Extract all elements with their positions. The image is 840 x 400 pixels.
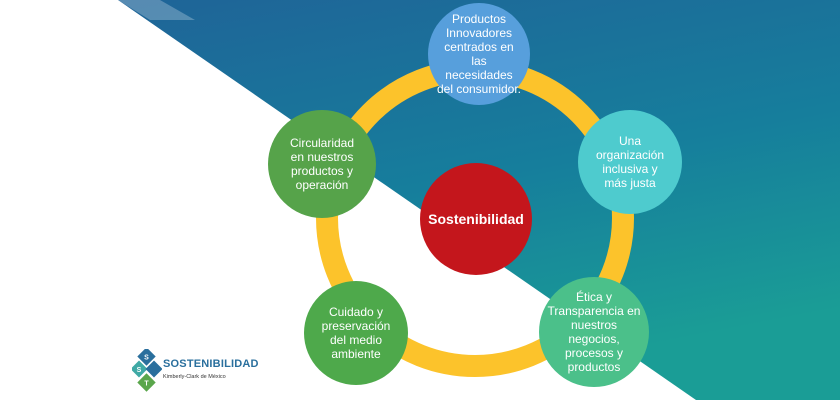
- node-label: Productos Innovadores centrados en las n…: [436, 11, 522, 97]
- center-node-label: Sostenibilidad: [428, 210, 524, 227]
- node-label: Cuidado y preservación del medio ambient…: [321, 304, 391, 362]
- node-cuidado-medio-ambiente: Cuidado y preservación del medio ambient…: [304, 281, 408, 385]
- logo-diamond-top: [137, 349, 156, 366]
- node-label: Una organización inclusiva y más justa: [595, 133, 665, 191]
- logo-wordmark: SOSTENIBILIDAD: [163, 358, 259, 370]
- logo-diamond-bottom: [137, 373, 156, 392]
- node-productos-innovadores: Productos Innovadores centrados en las n…: [428, 3, 530, 105]
- logo-letter-1: S: [144, 355, 149, 362]
- node-label: Circularidad en nuestros productos y ope…: [289, 135, 355, 193]
- logo-tagline: Kimberly-Clark de México: [163, 374, 226, 380]
- band-edge-highlight: [118, 0, 195, 20]
- sostenibilidad-logo: S S T SOSTENIBILIDAD Kimberly-Clark de M…: [132, 349, 259, 395]
- center-node-sostenibilidad: Sostenibilidad: [420, 163, 532, 275]
- node-circularidad: Circularidad en nuestros productos y ope…: [268, 110, 376, 218]
- logo-letter-3: T: [144, 381, 149, 388]
- node-etica-transparencia: Ética y Transparencia en nuestros negoci…: [539, 277, 649, 387]
- logo-letter-2: S: [137, 367, 142, 374]
- logo-mark-icon: S S T: [132, 349, 162, 392]
- node-label: Ética y Transparencia en nuestros negoci…: [547, 289, 641, 375]
- node-organizacion-inclusiva: Una organización inclusiva y más justa: [578, 110, 682, 214]
